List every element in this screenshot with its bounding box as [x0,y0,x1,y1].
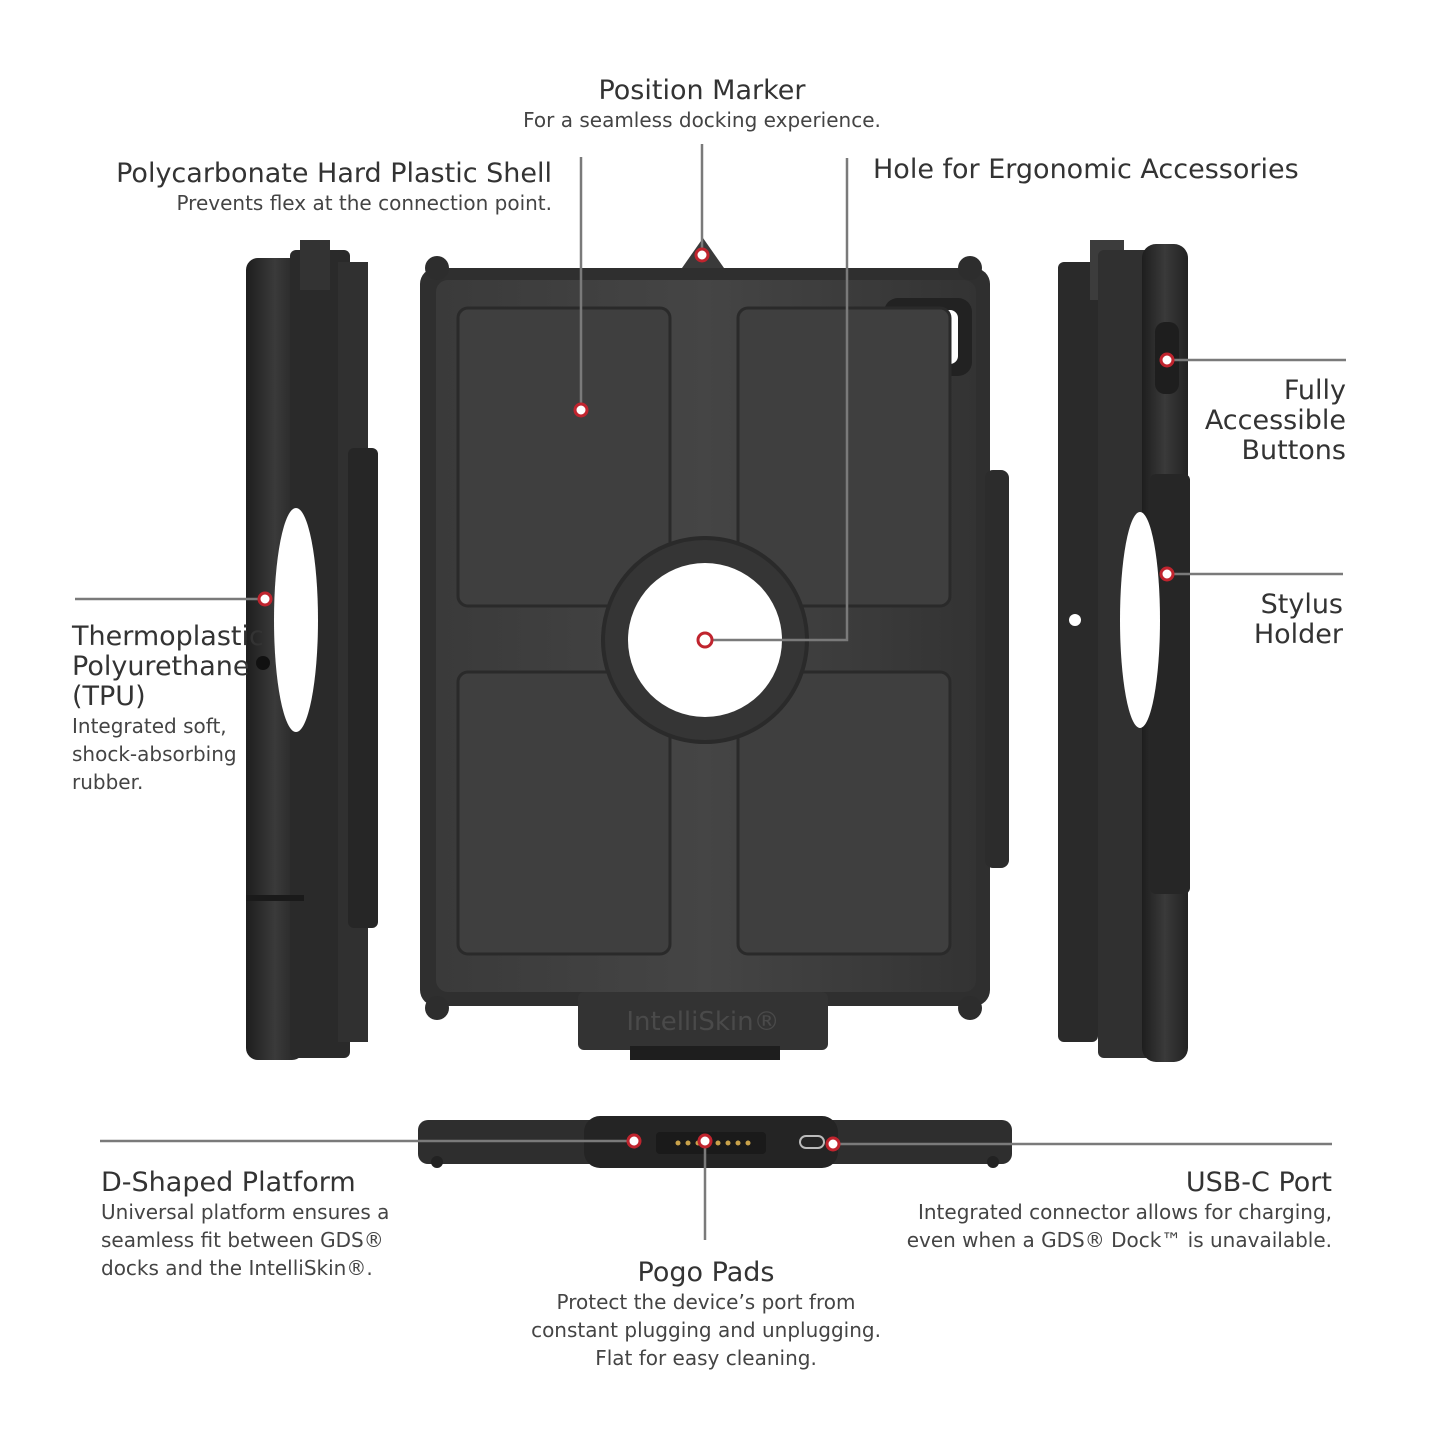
callout-desc: Prevents flex at the connection point. [176,191,552,215]
callout-polycarbonate-shell: Polycarbonate Hard Plastic Shell Prevent… [60,159,552,217]
callout-title-line: Thermoplastic [72,621,264,652]
callout-title-line: Accessible [1204,405,1346,436]
left-side-view [246,240,378,1060]
callout-title: USB-C Port [1185,1167,1332,1198]
callout-title: Pogo Pads [637,1257,775,1288]
main-back-view: IntelliSkin® [420,238,1009,1060]
brand-embossed-text: IntelliSkin® [626,1007,779,1037]
marker-dshaped [626,1133,642,1149]
marker-tpu [257,591,273,607]
marker-pogo [697,1133,713,1149]
callout-desc-line: Flat for easy cleaning. [595,1346,817,1370]
callout-position-marker: Position Marker For a seamless docking e… [470,76,934,134]
callout-pogo-pads: Pogo Pads Protect the device’s port from… [490,1258,922,1372]
callout-tpu: Thermoplastic Polyurethane (TPU) Integra… [72,621,264,796]
callout-fully-accessible-buttons: Fully Accessible Buttons [1170,376,1346,466]
callout-desc-line: seamless fit between GDS® [101,1228,384,1252]
callout-desc-line: rubber. [72,770,144,794]
callout-desc: For a seamless docking experience. [523,108,881,132]
callout-desc-line: shock-absorbing [72,742,237,766]
right-side-view [1058,240,1190,1062]
callout-title-line: Buttons [1241,435,1346,466]
leader-lines [75,144,1346,1240]
callout-desc-line: Integrated connector allows for charging… [917,1200,1332,1224]
callout-title: D-Shaped Platform [101,1167,356,1198]
marker-hole [696,631,714,649]
marker-buttons [1159,352,1175,368]
callout-usb-c-port: USB-C Port Integrated connector allows f… [880,1168,1332,1254]
marker-dots [257,247,1175,1152]
callout-title: Hole for Ergonomic Accessories [873,154,1299,185]
callout-d-shaped-platform: D-Shaped Platform Universal platform ens… [101,1168,441,1282]
callout-desc-line: Protect the device’s port from [556,1290,856,1314]
callout-title-line: (TPU) [72,681,146,712]
callout-title-line: Fully [1283,375,1346,406]
callout-stylus-holder: Stylus Holder [1190,590,1343,650]
callout-title-line: Holder [1253,619,1343,650]
callout-desc-line: Universal platform ensures a [101,1200,390,1224]
marker-stylus [1159,566,1175,582]
callout-hole-accessories: Hole for Ergonomic Accessories [873,155,1343,185]
callout-title: Polycarbonate Hard Plastic Shell [116,158,552,189]
callout-desc-line: Integrated soft, [72,714,227,738]
callout-title-line: Polyurethane [72,651,250,682]
callout-desc-line: even when a GDS® Dock™ is unavailable. [906,1228,1332,1252]
callout-desc-line: constant plugging and unplugging. [531,1318,881,1342]
marker-polycarbonate [573,402,589,418]
marker-position [694,247,710,263]
callout-title-line: Stylus [1260,589,1343,620]
callout-desc-line: docks and the IntelliSkin®. [101,1256,373,1280]
marker-usbc [825,1136,841,1152]
callout-title: Position Marker [598,75,806,106]
